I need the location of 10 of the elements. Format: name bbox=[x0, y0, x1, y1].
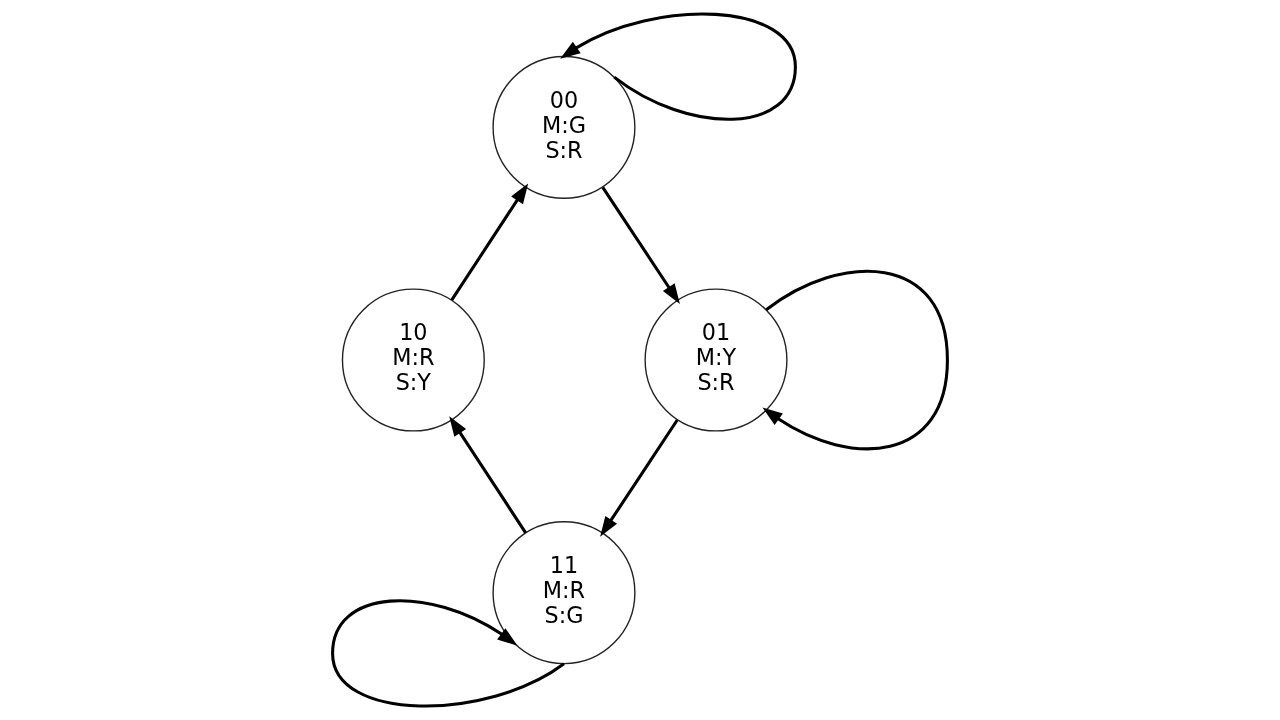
node-circle: 01 M:Y S:R bbox=[644, 288, 788, 432]
arrow bbox=[560, 12, 797, 121]
node-circle: 00 M:G S:R bbox=[492, 55, 636, 199]
arrow bbox=[450, 183, 529, 301]
arrow bbox=[449, 416, 527, 534]
arrow bbox=[762, 269, 949, 451]
node-circle: 11 M:R S:G bbox=[492, 521, 636, 665]
arrow bbox=[600, 419, 679, 537]
arrow bbox=[601, 186, 680, 304]
node-circle: 10 M:R S:Y bbox=[341, 288, 485, 432]
